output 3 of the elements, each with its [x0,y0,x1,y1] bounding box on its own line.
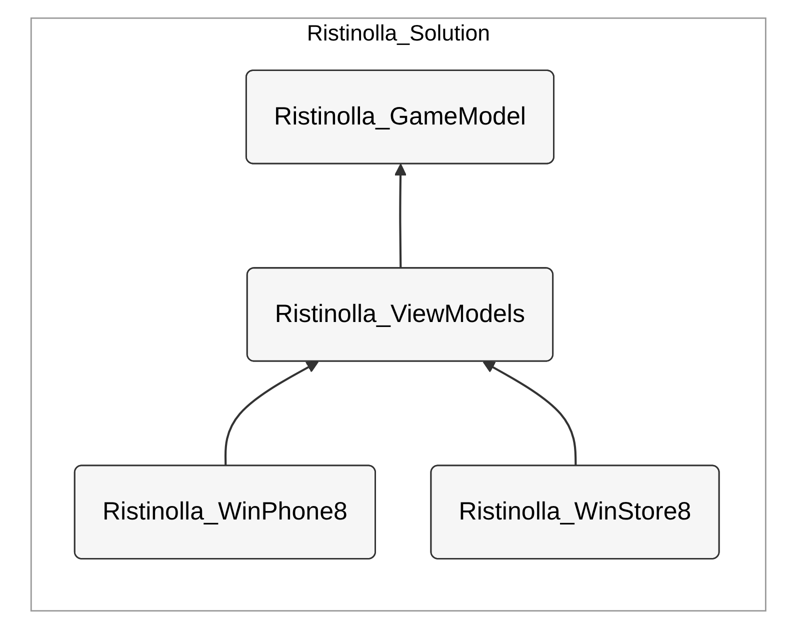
arrow [482,361,576,466]
arrow [224,361,318,466]
arrow [394,164,406,269]
